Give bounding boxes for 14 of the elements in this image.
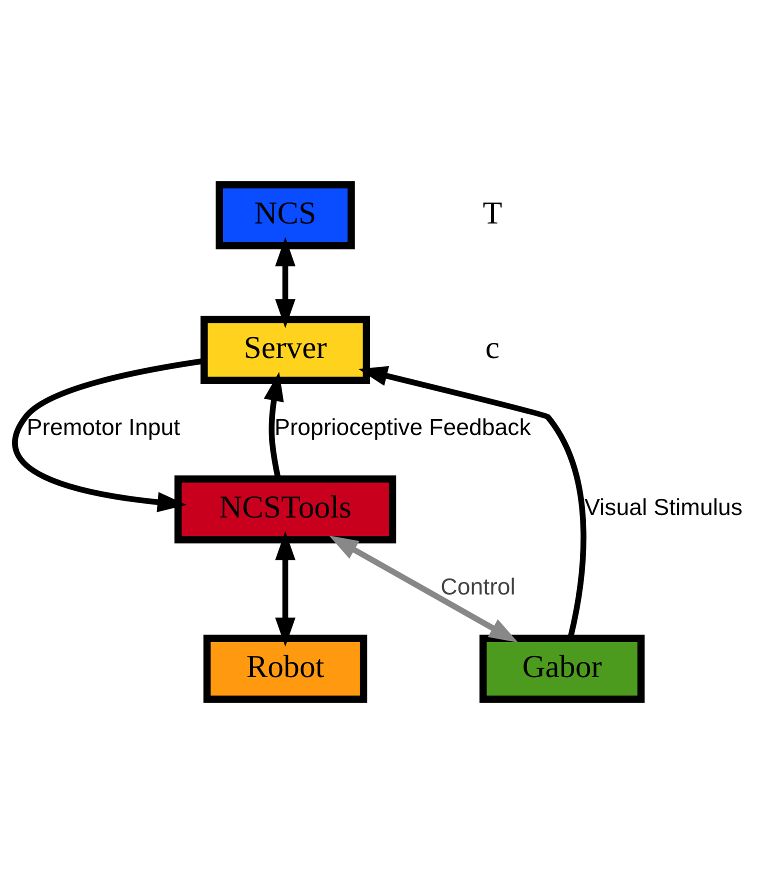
edge-label: Visual Stimulus	[584, 493, 742, 520]
node-box: Robot	[203, 634, 368, 702]
node-box: Server	[200, 315, 370, 384]
edge-label: Control	[440, 573, 516, 600]
arrow	[329, 535, 518, 642]
node-box: NCSTools	[174, 474, 396, 543]
arrow	[275, 236, 296, 328]
label: T	[482, 194, 502, 230]
node-box: Gabor	[479, 634, 645, 702]
node-box: NCS	[216, 180, 355, 249]
label: c	[485, 330, 500, 365]
arrow	[275, 530, 296, 646]
edge-label: Proprioceptive Feedback	[274, 414, 531, 440]
edge-label: Premotor Input	[26, 414, 180, 440]
